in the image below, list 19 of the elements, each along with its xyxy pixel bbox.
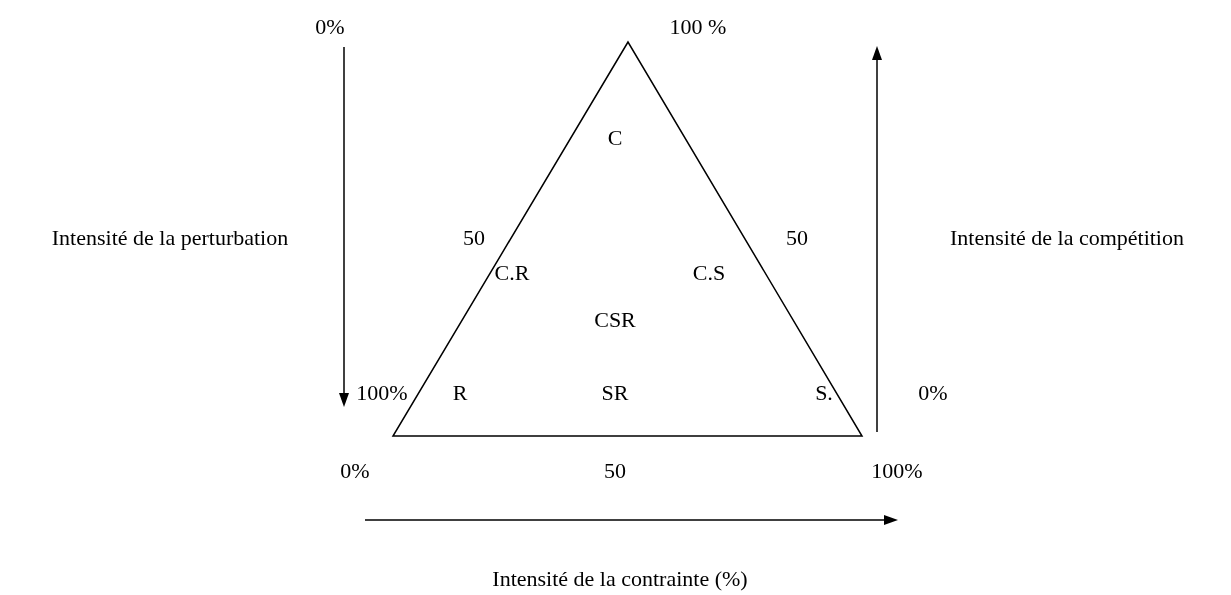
text-label: 50: [786, 227, 808, 249]
text-label: Intensité de la contrainte (%): [492, 568, 748, 590]
text-label: 100%: [356, 382, 408, 404]
text-label: R: [452, 382, 468, 404]
text-label: 0%: [315, 16, 345, 38]
text-label: 100%: [871, 460, 923, 482]
text-label: CSR: [594, 309, 636, 331]
text-label: 100 %: [669, 16, 727, 38]
text-label: 50: [604, 460, 626, 482]
text-label: Intensité de la compétition: [950, 227, 1184, 249]
text-label: 0%: [340, 460, 370, 482]
text-label: C.R: [494, 262, 530, 284]
text-label: 50: [463, 227, 485, 249]
text-label: S.: [815, 382, 833, 404]
text-label: 0%: [918, 382, 948, 404]
text-label: C: [607, 127, 623, 149]
text-label: Intensité de la perturbation: [51, 227, 289, 249]
text-label: C.S: [692, 262, 726, 284]
text-label: SR: [601, 382, 629, 404]
